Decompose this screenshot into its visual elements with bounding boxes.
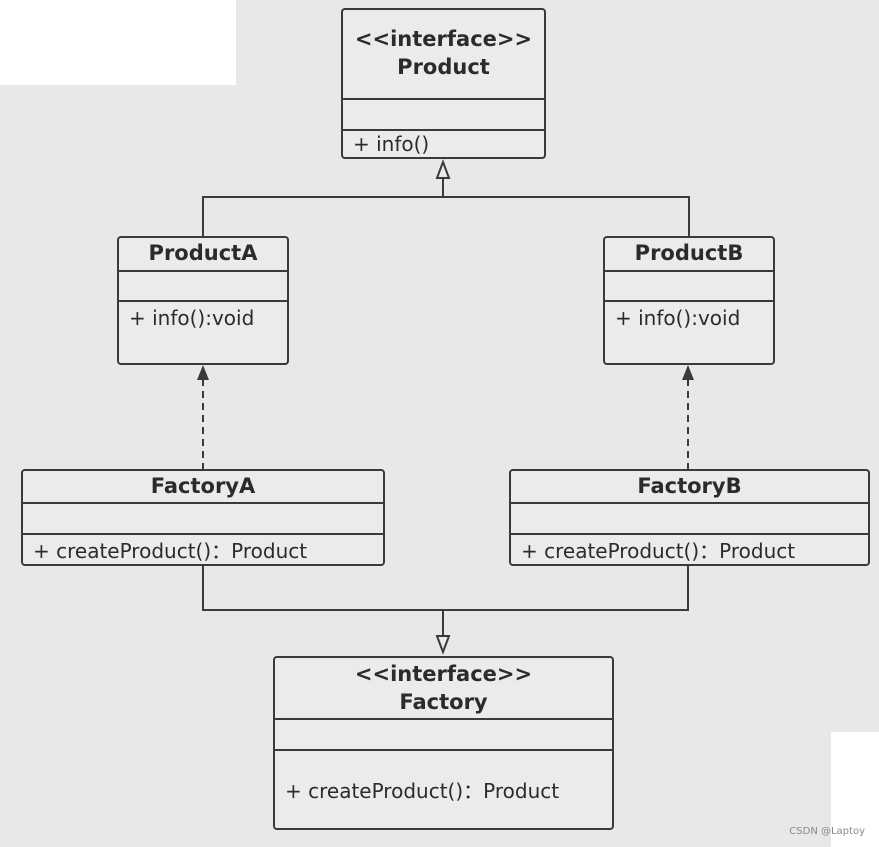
operation: + info() (353, 132, 430, 156)
class-name: FactoryB (637, 474, 742, 498)
class-header: <<interface>> Factory (275, 658, 612, 718)
attributes-section (605, 270, 773, 300)
attributes-section (23, 502, 383, 533)
class-name: ProductB (634, 241, 744, 265)
hollow-triangle-arrowhead (435, 635, 451, 655)
generalization-edge-product (202, 196, 690, 237)
class-box-factory-a: FactoryA + createProduct()：Product (21, 469, 385, 566)
class-name: ProductA (148, 241, 258, 265)
class-box-factory-interface: <<interface>> Factory + createProduct()：… (273, 656, 614, 830)
top-left-white-area (0, 0, 236, 85)
class-box-product-a: ProductA + info():void (117, 236, 289, 365)
bottom-right-white-area (831, 732, 879, 847)
attributes-section (511, 502, 868, 533)
filled-arrowhead (682, 365, 694, 380)
operation: + createProduct()：Product (521, 539, 796, 563)
class-header: ProductB (605, 238, 773, 270)
operation: + info():void (129, 306, 255, 330)
class-header: FactoryA (23, 471, 383, 502)
class-header: ProductA (119, 238, 287, 270)
class-name: Product (397, 55, 490, 79)
class-name: FactoryA (150, 474, 256, 498)
class-box-product-b: ProductB + info():void (603, 236, 775, 365)
class-box-factory-b: FactoryB + createProduct()：Product (509, 469, 870, 566)
stereotype-label: <<interface>> (354, 662, 533, 686)
generalization-edge-factory (202, 565, 689, 611)
filled-arrowhead (197, 365, 209, 380)
operations-section: + createProduct()：Product (275, 749, 612, 828)
stereotype-label: <<interface>> (354, 27, 533, 51)
class-header: <<interface>> Product (343, 10, 544, 98)
operations-section: + info() (343, 129, 544, 157)
attributes-section (119, 270, 287, 300)
class-header: FactoryB (511, 471, 868, 502)
operation: + createProduct()：Product (33, 539, 308, 563)
attributes-section (275, 718, 612, 749)
operation: + info():void (615, 306, 741, 330)
operations-section: + createProduct()：Product (23, 533, 383, 564)
operations-section: + info():void (119, 300, 287, 363)
class-name: Factory (399, 690, 488, 714)
watermark: CSDN @Laptoy (789, 826, 865, 837)
operations-section: + info():void (605, 300, 773, 363)
hollow-triangle-arrowhead (435, 159, 451, 179)
operation: + createProduct()：Product (285, 779, 560, 803)
class-box-product-interface: <<interface>> Product + info() (341, 8, 546, 159)
operations-section: + createProduct()：Product (511, 533, 868, 564)
attributes-section (343, 98, 544, 129)
